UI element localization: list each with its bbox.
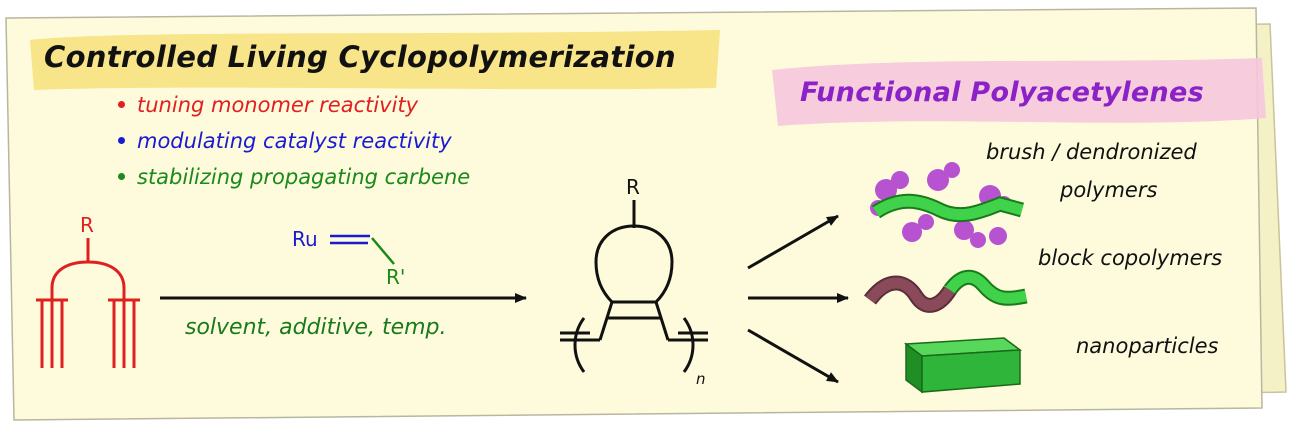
arrow-to-brush (747, 214, 839, 270)
product-heading: Functional Polyacetylenes (800, 77, 1205, 108)
application-brush-line2: polymers (1060, 178, 1158, 202)
application-nanoparticles: nanoparticles (1076, 334, 1219, 358)
catalyst-substituent: R' (386, 265, 405, 289)
dot-bullet-icon (118, 136, 125, 144)
monomer-r-label: R (80, 213, 94, 237)
bullet-item-monomer: tuning monomer reactivity (118, 93, 418, 117)
bullet-item-catalyst: modulating catalyst reactivity (118, 129, 452, 153)
arrow-to-nanoparticle (747, 328, 839, 384)
application-block: block copolymers (1038, 246, 1223, 270)
block-copolymer-figure (864, 269, 1028, 313)
catalyst-metal: Ru (292, 227, 318, 251)
scheme-title: Controlled Living Cyclopolymerization (44, 40, 676, 74)
bullet-text: stabilizing propagating carbene (137, 165, 471, 189)
monomer-structure (36, 238, 140, 368)
polymer-structure (560, 200, 708, 373)
title-highlight (30, 30, 720, 90)
bullet-text: modulating catalyst reactivity (137, 129, 452, 153)
dot-bullet-icon (118, 100, 125, 108)
bullet-text: tuning monomer reactivity (137, 93, 419, 117)
polymer-r-label: R (626, 175, 640, 199)
bullet-item-carbene: stabilizing propagating carbene (118, 165, 470, 189)
nanoparticle-figure (903, 337, 1023, 394)
polymer-n-label: n (696, 370, 706, 388)
dot-bullet-icon (118, 172, 125, 180)
brush-polymer-figure (870, 162, 1024, 248)
catalyst-structure (330, 234, 395, 265)
func-highlight (772, 58, 1266, 126)
application-brush-line1: brush / dendronized (986, 140, 1197, 164)
reaction-conditions: solvent, additive, temp. (185, 315, 447, 340)
